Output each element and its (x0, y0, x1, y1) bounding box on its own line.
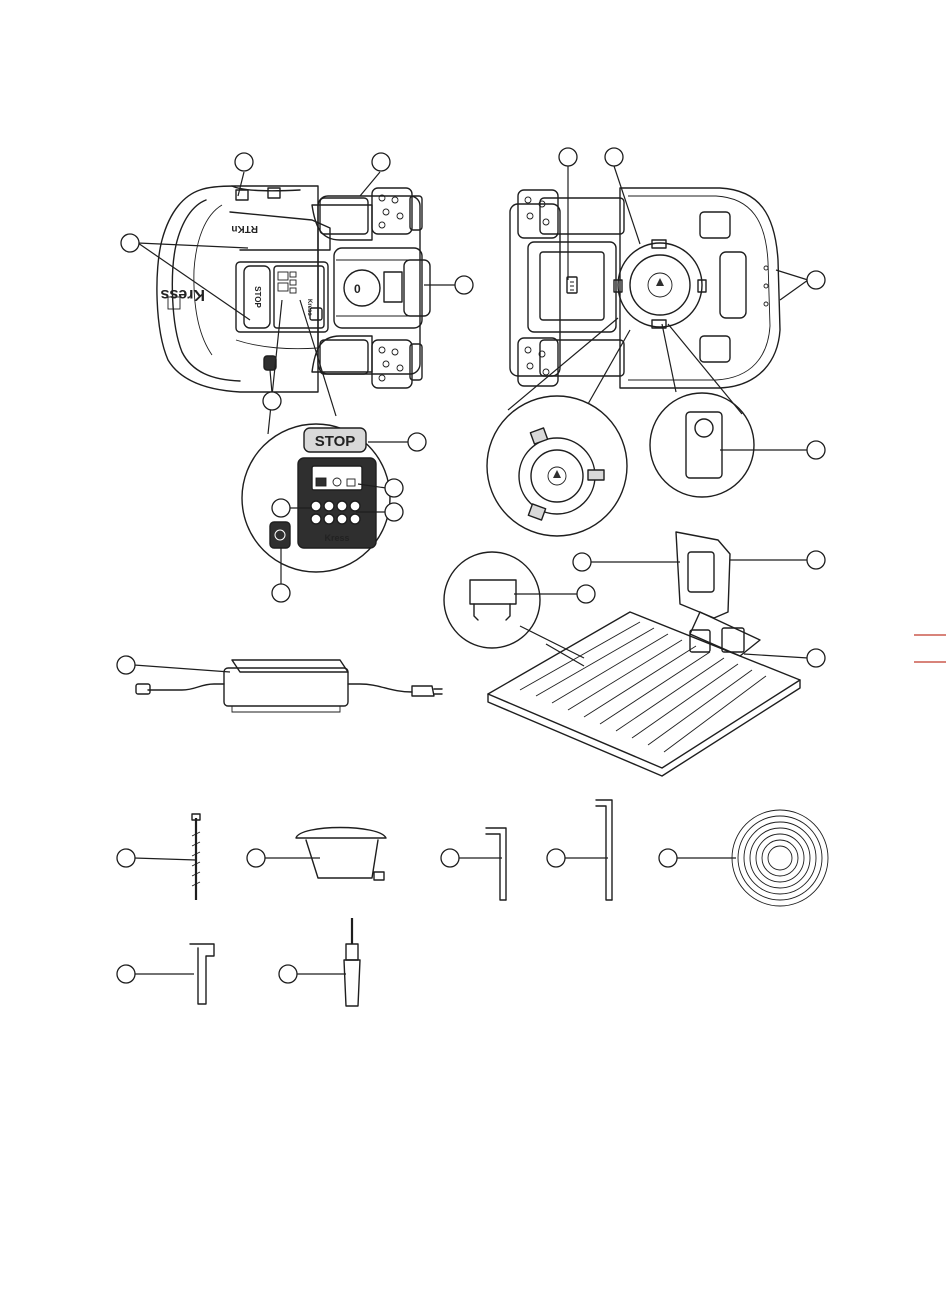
callout-marker (573, 553, 591, 571)
mower-top-view: RTKn STOP Kress Kress 0 (157, 186, 430, 392)
brand-model-label: RTKn (231, 223, 258, 234)
blade-zoom (650, 324, 754, 497)
plug-icon (412, 686, 442, 696)
brand-label-body: Kress (160, 286, 205, 303)
callout-marker (807, 441, 825, 459)
camera-icon (316, 478, 326, 486)
callout-marker (247, 849, 265, 867)
callout-marker (279, 965, 297, 983)
callout-marker (272, 584, 290, 602)
screwdriver-icon (344, 918, 360, 1006)
callout-marker (117, 656, 135, 674)
callout-marker (121, 234, 139, 252)
callout-marker (117, 965, 135, 983)
callout-marker (559, 148, 577, 166)
fuel-mark: 0 (354, 282, 361, 296)
brand-label-panel: Kress (324, 533, 349, 543)
callout-marker (272, 499, 290, 517)
callout-marker (408, 433, 426, 451)
callout-marker (441, 849, 459, 867)
stop-label-top: STOP (253, 286, 262, 308)
callout-marker (807, 271, 825, 289)
callout-marker (385, 503, 403, 521)
callout-marker (385, 479, 403, 497)
callout-marker (807, 649, 825, 667)
stop-button-label: STOP (315, 433, 356, 450)
mower-bottom-view (510, 188, 780, 388)
callout-marker (577, 585, 595, 603)
callout-marker (455, 276, 473, 294)
power-supply-icon (136, 660, 442, 712)
nozzle-icon (296, 828, 386, 881)
screw-icon (192, 814, 200, 900)
wire-coil-icon (732, 810, 828, 906)
callout-marker (807, 551, 825, 569)
control-panel-zoom: STOP Kress (242, 300, 390, 572)
callout-marker (263, 392, 281, 410)
callout-marker (547, 849, 565, 867)
callout-marker (605, 148, 623, 166)
allen-key-icon (596, 800, 612, 900)
callout-marker (372, 153, 390, 171)
allen-key-icon (486, 828, 506, 900)
callout-marker (117, 849, 135, 867)
callout-marker (659, 849, 677, 867)
callout-marker (235, 153, 253, 171)
